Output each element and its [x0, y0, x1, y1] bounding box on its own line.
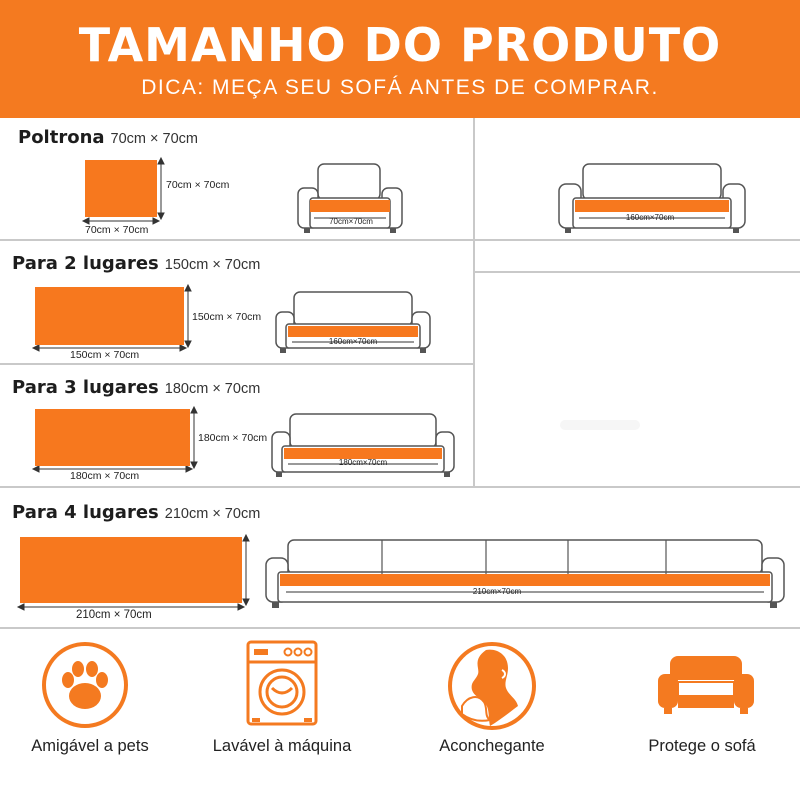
swatch-bottom-label: 70cm × 70cm [85, 224, 149, 236]
swatch-bottom-label: 180cm × 70cm [70, 470, 140, 482]
cozy-woman-icon [448, 642, 536, 730]
divider [0, 627, 800, 629]
size-swatch-4-lugares [20, 537, 242, 603]
size-swatch-3-lugares [35, 409, 190, 466]
feature-label-protect: Protege o sofá [648, 737, 756, 755]
size-swatch-poltrona [85, 160, 157, 217]
divider [0, 363, 474, 365]
divider [474, 271, 800, 273]
page-subtitle: DICA: MEÇA SEU SOFÁ ANTES DE COMPRAR. [141, 76, 659, 99]
section-size: 180cm × 70cm [164, 381, 261, 397]
sofa-size-label: 160cm×70cm [625, 213, 675, 222]
washing-machine-icon [246, 640, 318, 726]
swatch-bottom-label: 210cm × 70cm [76, 609, 152, 621]
blank-area [560, 420, 640, 430]
divider [0, 486, 800, 488]
paw-icon [42, 642, 128, 728]
feature-label-pets: Amigável a pets [31, 737, 149, 755]
size-swatch-2-lugares [35, 287, 184, 345]
feature-label-cozy: Aconchegante [439, 737, 545, 755]
page-title: TAMANHO DO PRODUTO [78, 18, 722, 72]
section-title-2-lugares: Para 2 lugares 150cm × 70cm [12, 253, 260, 274]
swatch-side-label: 150cm × 70cm [192, 311, 262, 323]
section-title-4-lugares: Para 4 lugares 210cm × 70cm [12, 502, 260, 523]
feature-label-washable: Lavável à máquina [212, 737, 352, 755]
section-size: 210cm × 70cm [164, 506, 261, 522]
sofa-3-seat-diagram [271, 413, 455, 477]
section-size: 70cm × 70cm [110, 131, 198, 147]
sofa-2-seat-diagram [275, 291, 431, 353]
section-name: Poltrona [18, 127, 105, 148]
header-banner: TAMANHO DO PRODUTO DICA: MEÇA SEU SOFÁ A… [0, 0, 800, 118]
sofa-size-label: 210cm×70cm [472, 587, 522, 596]
section-title-poltrona: Poltrona 70cm × 70cm [18, 127, 198, 148]
sofa-size-label: 180cm×70cm [338, 458, 388, 467]
armchair-icon [658, 656, 754, 714]
section-title-3-lugares: Para 3 lugares 180cm × 70cm [12, 377, 260, 398]
sofa-size-label: 70cm×70cm [329, 217, 373, 226]
sofa-diagram [558, 163, 746, 233]
swatch-side-label: 180cm × 70cm [198, 432, 268, 444]
sofa-4-seat-diagram [265, 539, 785, 608]
divider [0, 239, 800, 241]
divider [473, 118, 475, 487]
swatch-side-label: 70cm × 70cm [166, 179, 230, 191]
swatch-bottom-label: 150cm × 70cm [70, 349, 140, 361]
section-size: 150cm × 70cm [164, 257, 261, 273]
armchair-diagram [297, 163, 403, 233]
sofa-size-label: 160cm×70cm [328, 337, 378, 346]
section-name: Para 3 lugares [12, 377, 159, 398]
section-name: Para 4 lugares [12, 502, 159, 523]
section-name: Para 2 lugares [12, 253, 159, 274]
